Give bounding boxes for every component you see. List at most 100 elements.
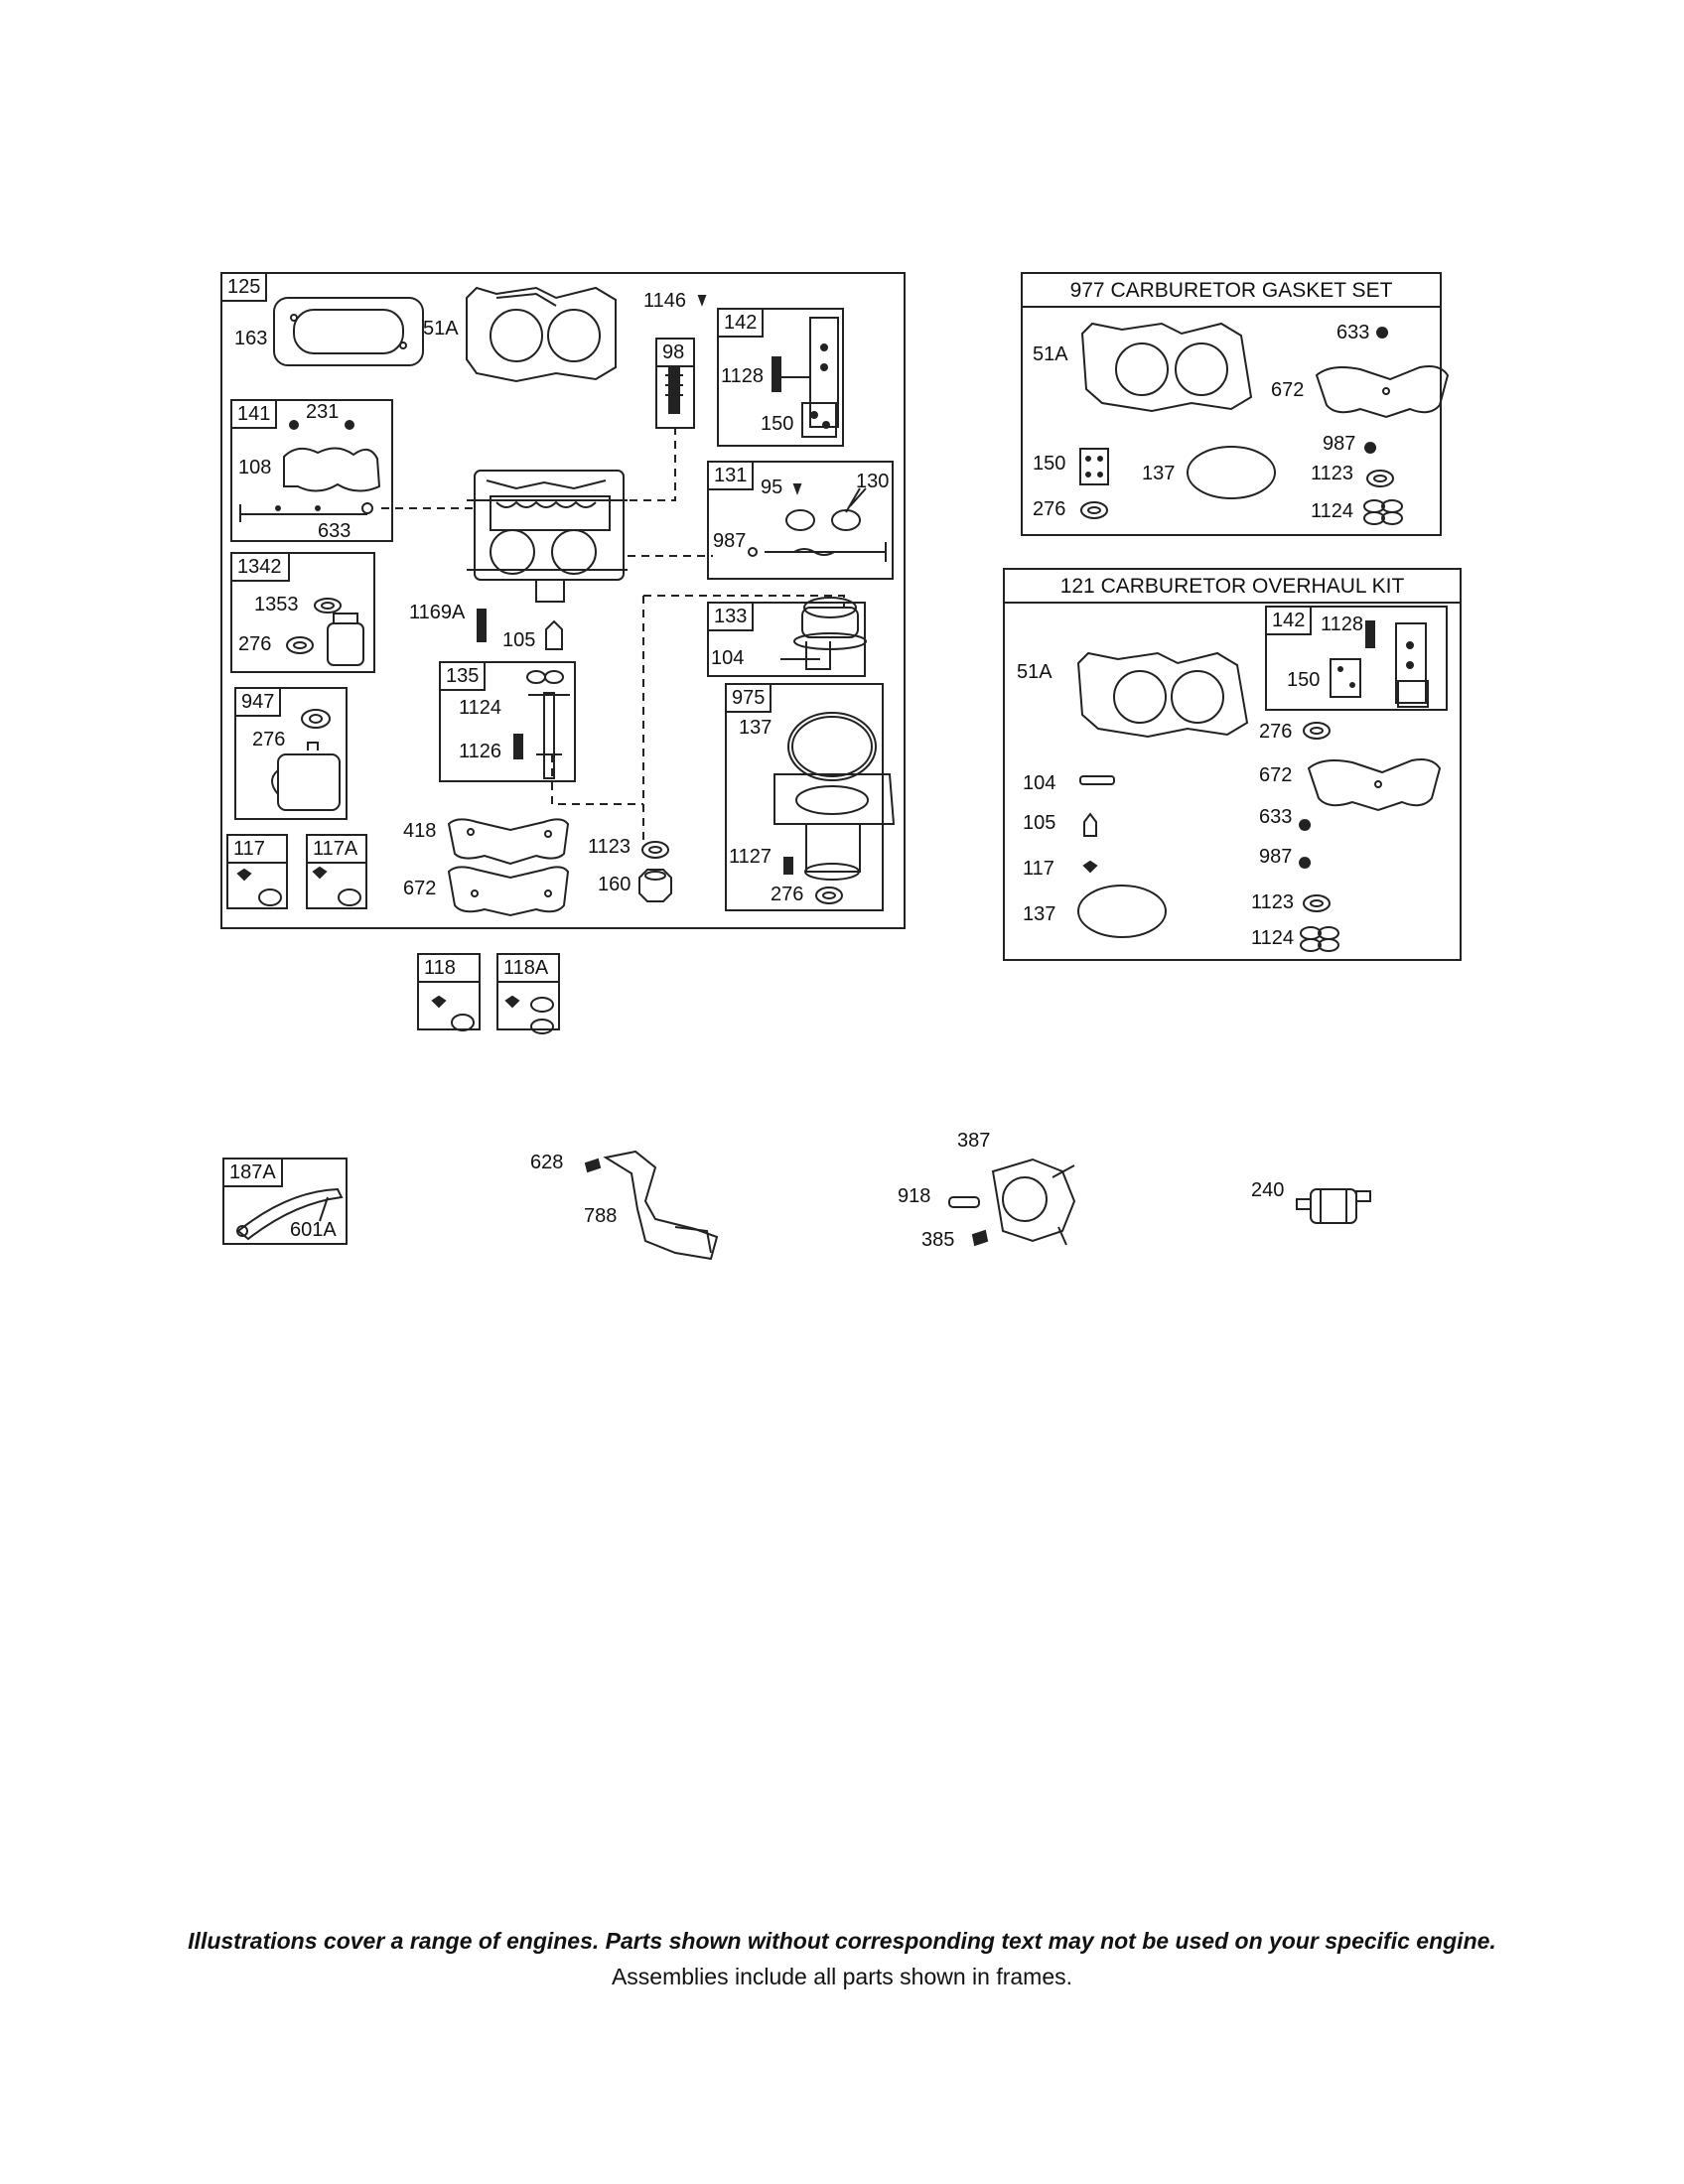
kit-142-frame	[717, 308, 844, 447]
tag-975: 975	[725, 683, 772, 713]
label-1124: 1124	[459, 697, 502, 719]
overhaul-987-drawing	[1299, 857, 1312, 869]
label-788: 788	[584, 1205, 618, 1227]
label-133-104: 104	[711, 647, 745, 669]
label-387: 387	[957, 1130, 991, 1152]
label-163: 163	[234, 328, 268, 349]
gasket-418-672-drawing	[447, 818, 570, 917]
gasket-set-label-51a: 51A	[1033, 343, 1068, 365]
needle-105-drawing	[545, 619, 563, 650]
overhaul-142-drawing	[1330, 620, 1429, 708]
kit-131-frame	[707, 461, 894, 580]
gasket-set-label-1123: 1123	[1311, 463, 1354, 484]
tag-142: 142	[717, 308, 765, 338]
overhaul-label-672: 672	[1259, 764, 1293, 786]
carburetor-body-drawing	[467, 470, 628, 603]
label-418: 418	[403, 820, 437, 842]
overhaul-label-51a: 51A	[1017, 661, 1052, 683]
overhaul-105-drawing	[1083, 812, 1097, 837]
part-1146-drawing	[697, 295, 707, 307]
gasket-set-137-drawing	[1187, 446, 1276, 499]
gasket-set-633-drawing	[1376, 327, 1389, 339]
overhaul-label-276: 276	[1259, 721, 1293, 743]
tag-98: 98	[655, 338, 695, 367]
overhaul-633-drawing	[1299, 819, 1312, 831]
overhaul-kit-142-frame	[1265, 606, 1448, 711]
fuel-line-187a-drawing	[236, 1187, 344, 1241]
kit-947-frame	[234, 687, 348, 820]
tag-133: 133	[707, 602, 755, 631]
overhaul-104-drawing	[1079, 775, 1115, 785]
label-160: 160	[598, 874, 632, 895]
label-105: 105	[502, 629, 536, 651]
tag-1342: 1342	[230, 552, 290, 582]
gasket-set-276-drawing	[1080, 501, 1108, 519]
label-51a: 51A	[423, 318, 459, 340]
overhaul-kit-title: 121 CARBURETOR OVERHAUL KIT	[1005, 570, 1460, 604]
tag-118: 118	[417, 953, 481, 983]
tag-187a: 187A	[222, 1158, 283, 1187]
label-231: 231	[306, 401, 340, 423]
footer-note: Assemblies include all parts shown in fr…	[611, 1964, 1073, 1989]
screw-1169a-drawing	[477, 609, 487, 642]
label-1342-276: 276	[238, 633, 272, 655]
overhaul-1123-drawing	[1303, 894, 1331, 912]
solenoid-1342-drawing	[286, 598, 364, 666]
solenoid-947-drawing	[271, 709, 341, 811]
gasket-set-987-drawing	[1364, 442, 1377, 454]
label-1126: 1126	[459, 741, 502, 762]
label-240: 240	[1251, 1179, 1285, 1201]
kit-975-frame	[725, 683, 884, 911]
main-assembly-frame	[220, 272, 906, 929]
label-130: 130	[856, 471, 890, 492]
label-1169a: 1169A	[409, 602, 466, 623]
label-150: 150	[761, 413, 794, 435]
label-1127: 1127	[729, 846, 772, 868]
overhaul-label-105: 105	[1023, 812, 1056, 834]
fuel-pump-387-drawing	[948, 1158, 1076, 1247]
intake-975-drawing	[773, 712, 896, 904]
kit-187a-frame	[222, 1158, 348, 1245]
overhaul-1124-drawing	[1300, 926, 1339, 952]
tag-117: 117	[226, 834, 288, 864]
overhaul-label-150: 150	[1287, 669, 1321, 691]
label-1353: 1353	[254, 594, 299, 615]
fuel-filter-240-drawing	[1296, 1188, 1371, 1224]
overhaul-137-drawing	[1077, 885, 1167, 938]
gasket-141-drawing	[239, 420, 381, 522]
label-633: 633	[318, 520, 351, 542]
gasket-set-label-150: 150	[1033, 453, 1066, 475]
gasket-set-1123-drawing	[1366, 470, 1394, 487]
gasket-set-label-987: 987	[1323, 433, 1356, 455]
label-947-276: 276	[252, 729, 286, 751]
gasket-set-label-633: 633	[1336, 322, 1370, 343]
label-975-276: 276	[771, 884, 804, 905]
label-1146: 1146	[643, 290, 687, 312]
label-672: 672	[403, 878, 437, 899]
label-1123: 1123	[588, 836, 632, 858]
label-628: 628	[530, 1152, 564, 1173]
overhaul-276-drawing	[1303, 722, 1331, 740]
kit-117-drawing	[236, 866, 361, 906]
overhaul-label-633: 633	[1259, 806, 1293, 828]
spring-98-drawing	[665, 366, 683, 414]
overhaul-51a-drawing	[1076, 651, 1249, 739]
connector-lines	[381, 427, 845, 844]
overhaul-label-104: 104	[1023, 772, 1056, 794]
label-95: 95	[761, 477, 783, 498]
tag-947: 947	[234, 687, 282, 717]
label-987: 987	[713, 530, 747, 552]
float-135-drawing	[513, 670, 570, 779]
gasket-set-label-137: 137	[1142, 463, 1176, 484]
tag-141: 141	[230, 399, 278, 429]
overhaul-label-987: 987	[1259, 846, 1293, 868]
label-385: 385	[921, 1229, 955, 1251]
gasket-set-label-276: 276	[1033, 498, 1066, 520]
label-918: 918	[898, 1185, 931, 1207]
kit-141-frame	[230, 399, 393, 542]
gasket-set-title: 977 CARBURETOR GASKET SET	[1023, 274, 1440, 308]
label-975-137: 137	[739, 717, 772, 739]
carb-gasket-51a-drawing	[466, 286, 617, 383]
overhaul-label-1128: 1128	[1321, 614, 1364, 635]
